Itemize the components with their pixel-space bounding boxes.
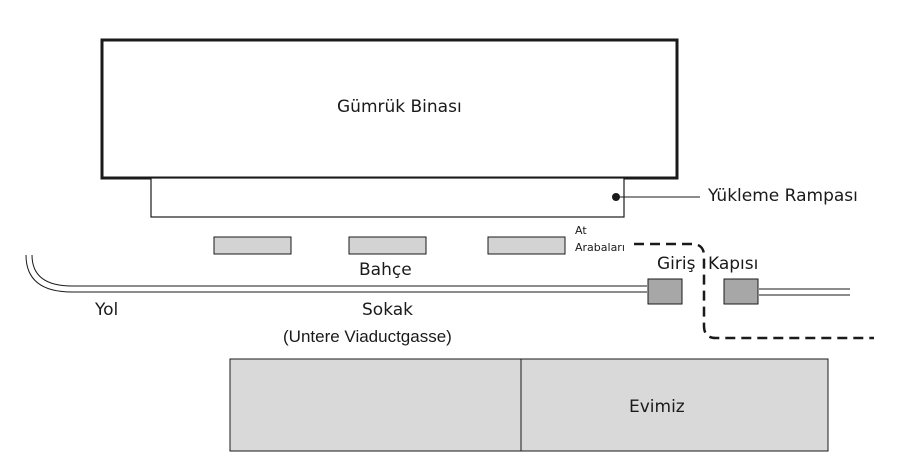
entrance-label: Giriş [657,254,696,274]
gate-label: Kapısı [708,254,759,274]
gate-post-right [723,278,759,305]
house-block-left [229,358,522,452]
horse-carts-label-line2: Arabaları [575,241,625,254]
horse-cart-1 [213,236,292,255]
dashed-route [634,242,874,340]
street-label: Sokak [362,300,413,320]
horse-cart-3 [487,236,566,255]
gate-post-left [647,278,683,305]
loading-ramp-label: Yükleme Rampası [708,186,858,206]
loading-ramp [150,177,625,218]
garden-label: Bahçe [359,260,412,280]
horse-cart-2 [348,236,427,255]
horse-carts-label-line1: At [575,224,587,237]
road-line-inner [31,254,647,287]
road-line-outer [25,254,647,293]
customs-building [100,38,679,180]
customs-building-label: Gümrük Binası [337,97,462,117]
house-block-right [520,358,829,452]
our-house-label: Evimiz [629,397,685,417]
street-name-label: (Untere Viaductgasse) [283,327,452,346]
road-label: Yol [95,300,119,320]
